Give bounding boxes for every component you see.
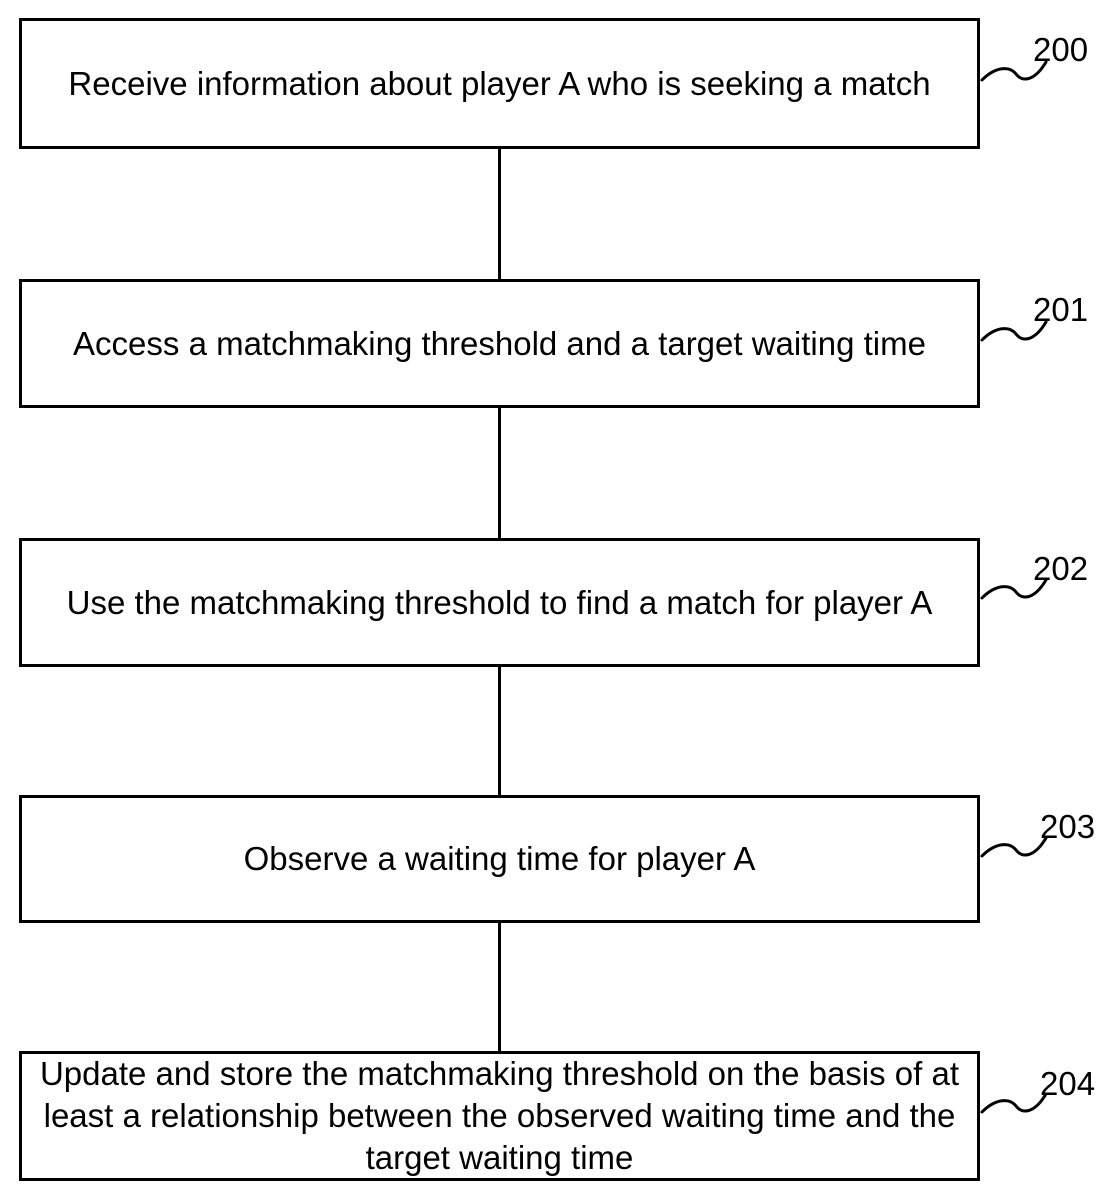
connector-200-201 [498,148,501,280]
step-text-204: Update and store the matchmaking thresho… [22,1053,977,1179]
ref-label-200: 200 [1033,32,1088,68]
step-box-203: Observe a waiting time for player A [19,795,980,923]
connector-202-203 [498,666,501,796]
step-text-203: Observe a waiting time for player A [238,838,762,880]
step-text-200: Receive information about player A who i… [62,63,936,105]
ref-label-202: 202 [1033,551,1088,587]
ref-label-203: 203 [1040,809,1095,845]
ref-label-204: 204 [1040,1066,1095,1102]
step-box-204: Update and store the matchmaking thresho… [19,1051,980,1181]
step-text-202: Use the matchmaking threshold to find a … [61,582,939,624]
connector-201-202 [498,407,501,539]
step-box-201: Access a matchmaking threshold and a tar… [19,279,980,408]
ref-label-201: 201 [1033,292,1088,328]
step-box-200: Receive information about player A who i… [19,18,980,149]
step-text-201: Access a matchmaking threshold and a tar… [67,323,932,365]
step-box-202: Use the matchmaking threshold to find a … [19,538,980,667]
connector-203-204 [498,922,501,1052]
leader-line-204 [982,1094,1046,1112]
leader-line-203 [982,838,1046,856]
